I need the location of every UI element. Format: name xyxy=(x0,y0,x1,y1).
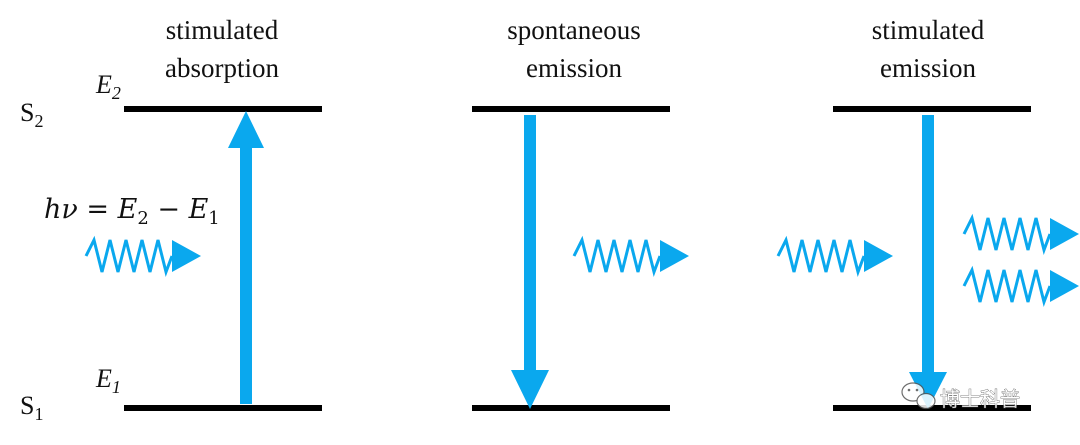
panel-title-absorption: stimulated absorption xyxy=(165,15,279,83)
spontaneous-emission-down-arrow xyxy=(511,115,549,409)
photons xyxy=(84,213,1052,308)
absorption-up-arrow xyxy=(228,111,264,404)
upper-state-label: S2 xyxy=(20,98,43,131)
panel-3-title-line-2: emission xyxy=(880,53,977,83)
energy-levels xyxy=(124,106,1031,411)
stimulated-emission-down-arrow xyxy=(909,115,947,409)
incident-photon-panel-3 xyxy=(776,235,866,278)
panel-title-stimulated-emission: stimulated emission xyxy=(872,15,985,83)
panel-1-title-line-2: absorption xyxy=(165,53,279,83)
lower-energy-label: E1 xyxy=(95,364,121,397)
wechat-icon xyxy=(901,382,936,410)
panel-title-spontaneous-emission: spontaneous emission xyxy=(507,15,640,83)
panel-2-title-line-2: emission xyxy=(526,53,623,83)
upper-energy-label: E2 xyxy=(95,70,121,103)
panel-3-title-line-1: stimulated xyxy=(872,15,985,45)
photon-arrowhead-panel-1 xyxy=(172,240,201,272)
photon-arrowhead-panel-3-a xyxy=(1050,218,1079,250)
emitted-photon-panel-3-b xyxy=(962,265,1052,308)
panel-1-title-line-1: stimulated xyxy=(166,15,279,45)
photon-arrowhead-panel-3-incident xyxy=(864,240,893,272)
emitted-photon-panel-2 xyxy=(572,235,662,278)
watermark: 博士科普 xyxy=(901,382,1020,411)
photon-arrowhead-panel-2 xyxy=(660,240,689,272)
panel-2-title-line-1: spontaneous xyxy=(507,15,640,45)
photon-energy-formula: hν = E2 − E1 xyxy=(44,194,220,229)
lower-state-label: S1 xyxy=(20,391,43,424)
transition-arrows xyxy=(228,111,947,409)
photon-arrowheads xyxy=(172,218,1079,302)
photon-arrowhead-panel-3-b xyxy=(1050,270,1079,302)
incident-photon-panel-1 xyxy=(84,235,174,278)
watermark-text: 博士科普 xyxy=(940,387,1020,411)
emitted-photon-panel-3-a xyxy=(962,213,1052,256)
